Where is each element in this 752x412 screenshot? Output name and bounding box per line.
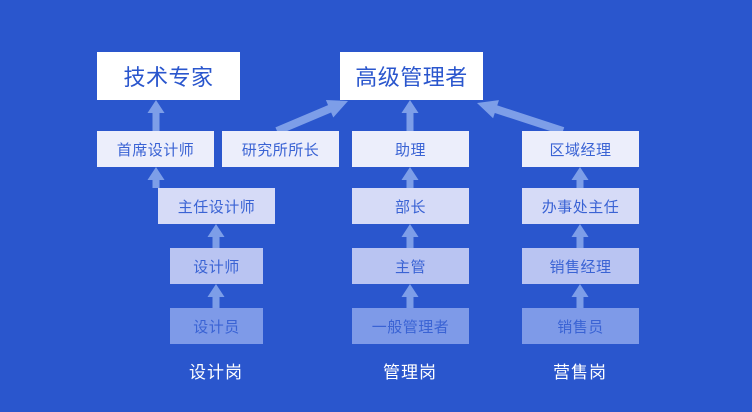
node-design-rank4[interactable]: 首席设计师 [97,131,214,167]
node-design-rank5[interactable]: 技术专家 [97,52,240,100]
arrow-up-1 [207,224,225,248]
arrow-up-5 [401,224,419,248]
arrow-diagonal-0 [275,100,348,135]
arrow-up-10 [571,167,589,188]
node-sales-rank1[interactable]: 销售员 [522,308,639,344]
arrow-up-2 [147,167,165,188]
track-label-management: 管理岗 [383,363,437,382]
arrow-up-3 [147,100,165,131]
node-design-rank1[interactable]: 设计员 [170,308,263,344]
node-management-rank4[interactable]: 助理 [352,131,469,167]
node-management-rank5[interactable]: 高级管理者 [340,52,483,100]
node-management-rank2[interactable]: 主管 [352,248,469,284]
arrow-up-9 [571,224,589,248]
node-management-rank1[interactable]: 一般管理者 [352,308,469,344]
node-research-rank4[interactable]: 研究所所长 [222,131,339,167]
node-sales-rank2[interactable]: 销售经理 [522,248,639,284]
arrow-up-7 [401,100,419,131]
track-label-sales: 营售岗 [553,363,607,382]
node-design-rank2[interactable]: 设计师 [170,248,263,284]
node-sales-rank3[interactable]: 办事处主任 [522,188,639,224]
track-label-design: 设计岗 [189,363,243,382]
arrow-up-6 [401,167,419,188]
diagonal-arrows [275,100,565,135]
node-management-rank3[interactable]: 部长 [352,188,469,224]
arrow-up-8 [571,284,589,308]
node-sales-rank4[interactable]: 区域经理 [522,131,639,167]
node-design-rank3[interactable]: 主任设计师 [158,188,275,224]
arrow-up-4 [401,284,419,308]
arrow-diagonal-1 [477,100,565,135]
arrow-up-0 [207,284,225,308]
